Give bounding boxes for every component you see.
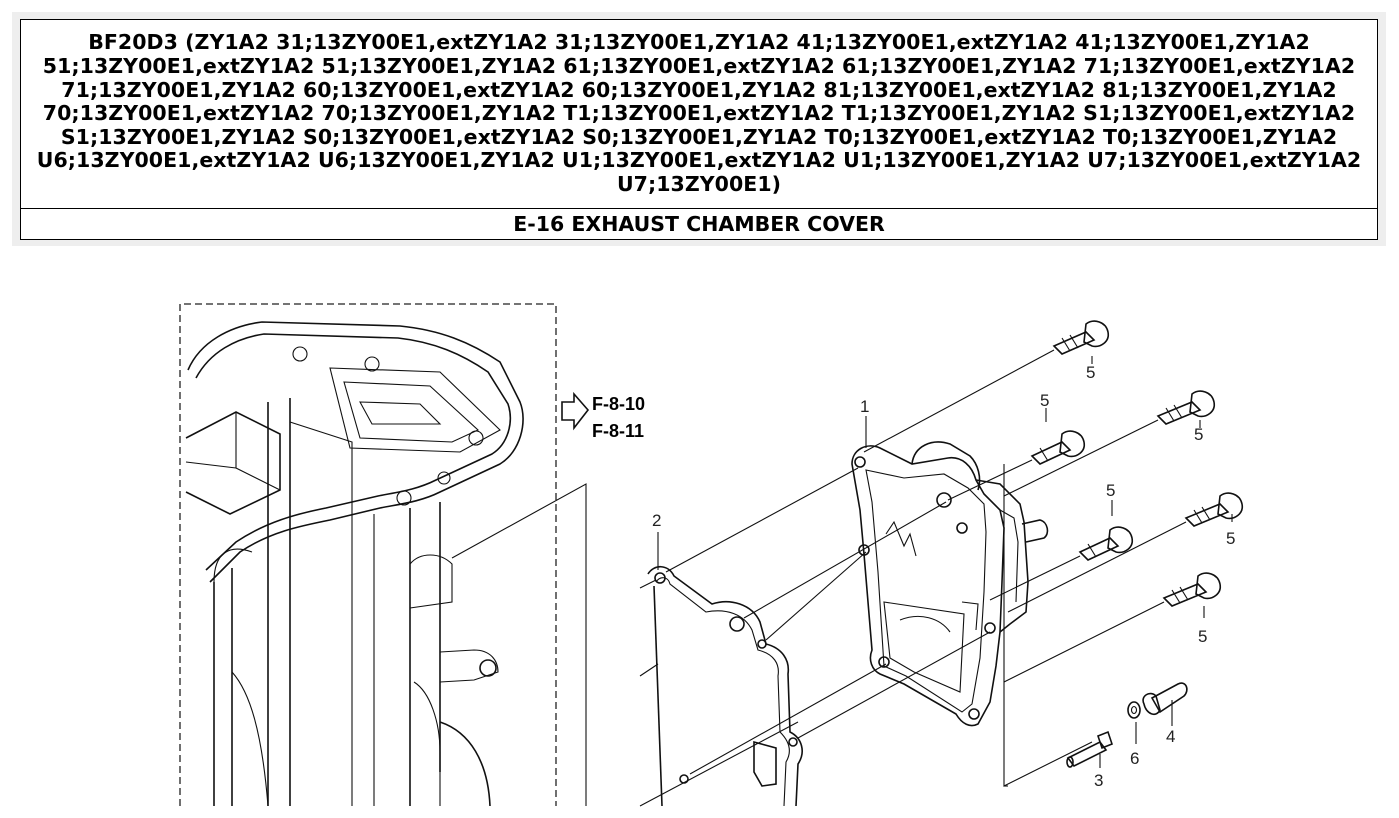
small-bolt-part [1142, 682, 1188, 716]
callout-leaders [657, 356, 1233, 768]
section-title: E-16 EXHAUST CHAMBER COVER [513, 212, 885, 236]
washer-part [1127, 701, 1141, 719]
bolt-b [1156, 390, 1216, 425]
bolt-a [1052, 320, 1110, 355]
bolt-e [1078, 526, 1134, 561]
engine-case-inset [179, 303, 587, 807]
callout-2[interactable]: 2 [652, 511, 661, 530]
callout-5b[interactable]: 5 [1040, 391, 1049, 410]
exploded-view-drawing: F-8-10 F-8-11 [179, 303, 1244, 807]
callout-labels: 1 2 5 5 5 5 5 5 3 6 4 [652, 363, 1235, 790]
callout-3[interactable]: 3 [1094, 771, 1103, 790]
callout-5a[interactable]: 5 [1086, 363, 1095, 382]
small-parts-group [1066, 682, 1188, 768]
bolts-group [639, 320, 1244, 807]
callout-5e[interactable]: 5 [1226, 529, 1235, 548]
section-title-box: E-16 EXHAUST CHAMBER COVER [20, 208, 1378, 240]
bolt-c [1030, 430, 1086, 465]
nipple-part [1066, 730, 1113, 768]
parts-diagram: F-8-10 F-8-11 [0, 252, 1399, 818]
callout-6[interactable]: 6 [1130, 749, 1139, 768]
model-applicability-text: BF20D3 (ZY1A2 31;13ZY00E1,extZY1A2 31;13… [36, 30, 1362, 196]
callout-5f[interactable]: 5 [1198, 627, 1207, 646]
header-panel: BF20D3 (ZY1A2 31;13ZY00E1,extZY1A2 31;13… [12, 12, 1386, 246]
callout-5c[interactable]: 5 [1194, 425, 1203, 444]
callout-4[interactable]: 4 [1166, 727, 1175, 746]
bolt-f [1162, 572, 1222, 607]
model-applicability-box: BF20D3 (ZY1A2 31;13ZY00E1,extZY1A2 31;13… [20, 19, 1378, 209]
reference-f-8-11[interactable]: F-8-11 [592, 421, 644, 441]
bolt-d [1184, 492, 1244, 527]
gasket-part [647, 565, 803, 807]
exhaust-chamber-cover-part [851, 441, 1093, 787]
reference-f-8-10[interactable]: F-8-10 [592, 394, 645, 414]
callout-1[interactable]: 1 [860, 397, 869, 416]
callout-5d[interactable]: 5 [1106, 481, 1115, 500]
reference-arrow: F-8-10 F-8-11 [561, 391, 645, 441]
